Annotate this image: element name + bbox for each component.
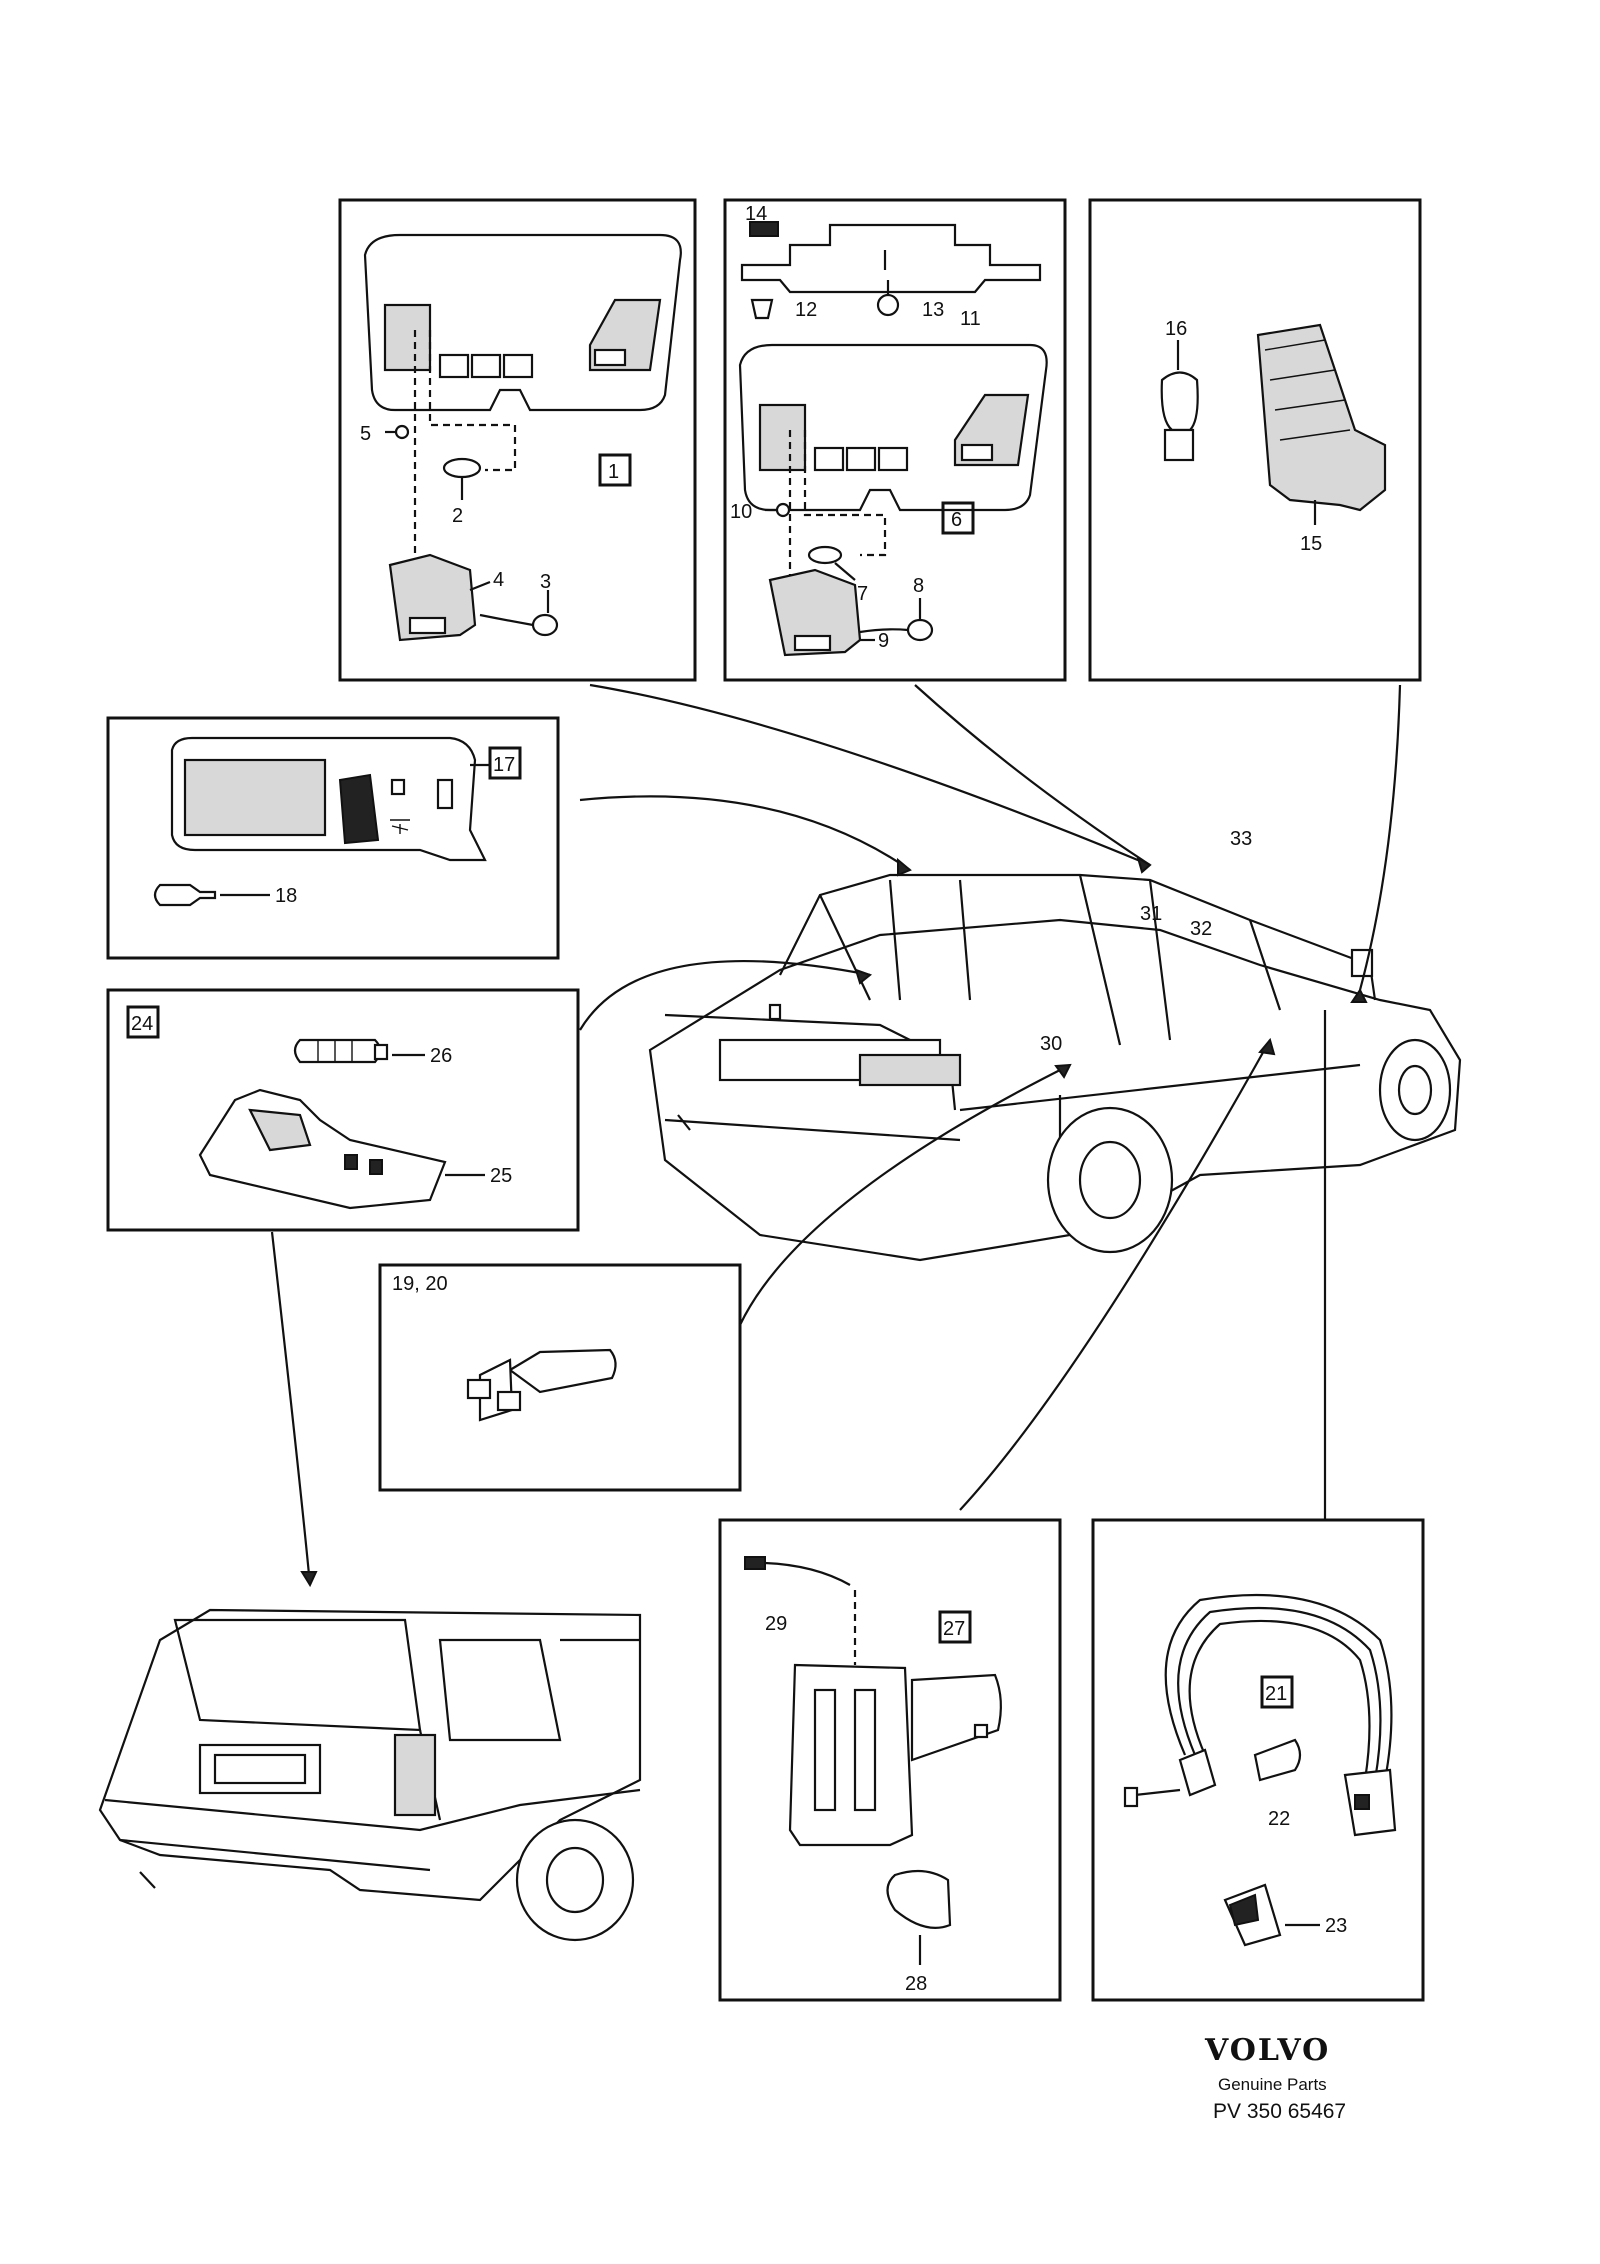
callout-9: 9 [878, 630, 889, 652]
sedan-illustration [648, 873, 1462, 1262]
callout-15: 15 [1300, 533, 1322, 555]
callout-12: 12 [795, 299, 817, 321]
callout-33: 33 [1230, 828, 1252, 850]
panel-dome-lamp-1 [338, 198, 697, 682]
leader-lines [270, 683, 1402, 1588]
panel-reading-lamp-17 [106, 716, 560, 960]
callout-5: 5 [360, 423, 371, 445]
estate-illustration [98, 1608, 642, 1942]
part-number-text: PV 350 65467 [1213, 2100, 1346, 2123]
callout-13: 13 [922, 299, 944, 321]
panel-dome-lamp-6 [723, 198, 1067, 682]
callout-24: 24 [131, 1013, 153, 1035]
callout-22: 22 [1268, 1808, 1290, 1830]
callout-7: 7 [857, 583, 868, 605]
panel-door-switch-19-20 [378, 1263, 742, 1492]
callout-2: 2 [452, 505, 463, 527]
callout-8: 8 [913, 575, 924, 597]
callout-labels: 1 2 3 4 5 6 7 8 9 10 11 12 13 14 15 16 1… [131, 203, 1347, 1995]
callout-10: 10 [730, 501, 752, 523]
callout-18: 18 [275, 885, 297, 907]
callout-23: 23 [1325, 1915, 1347, 1937]
callout-27: 27 [943, 1618, 965, 1640]
callout-11: 11 [960, 308, 981, 330]
callout-30: 30 [1040, 1033, 1062, 1055]
panel-cable-harness-21 [1091, 1518, 1425, 2002]
callout-14: 14 [745, 203, 767, 225]
callout-26: 26 [430, 1045, 452, 1067]
callout-25: 25 [490, 1165, 512, 1187]
callout-16: 16 [1165, 318, 1187, 340]
volvo-logo-text: VOLVO [1204, 2033, 1330, 2068]
panel-luggage-lamp-24 [106, 988, 580, 1232]
footer-brand: VOLVO Genuine Parts PV 350 65467 [1204, 2033, 1346, 2123]
callout-28: 28 [905, 1973, 927, 1995]
genuine-parts-text: Genuine Parts [1218, 2075, 1327, 2094]
callout-21: 21 [1265, 1683, 1287, 1705]
callout-6: 6 [951, 509, 962, 531]
callout-32: 32 [1190, 918, 1212, 940]
callout-4: 4 [493, 569, 504, 591]
panel-lamp-15 [1088, 198, 1422, 682]
callout-29: 29 [765, 1613, 787, 1635]
callout-19-20: 19, 20 [392, 1273, 448, 1295]
callout-1: 1 [608, 461, 619, 483]
callout-17: 17 [493, 754, 515, 776]
callout-31: 31 [1140, 903, 1162, 925]
callout-3: 3 [540, 571, 551, 593]
panel-entry-lamp-27 [718, 1518, 1062, 2002]
